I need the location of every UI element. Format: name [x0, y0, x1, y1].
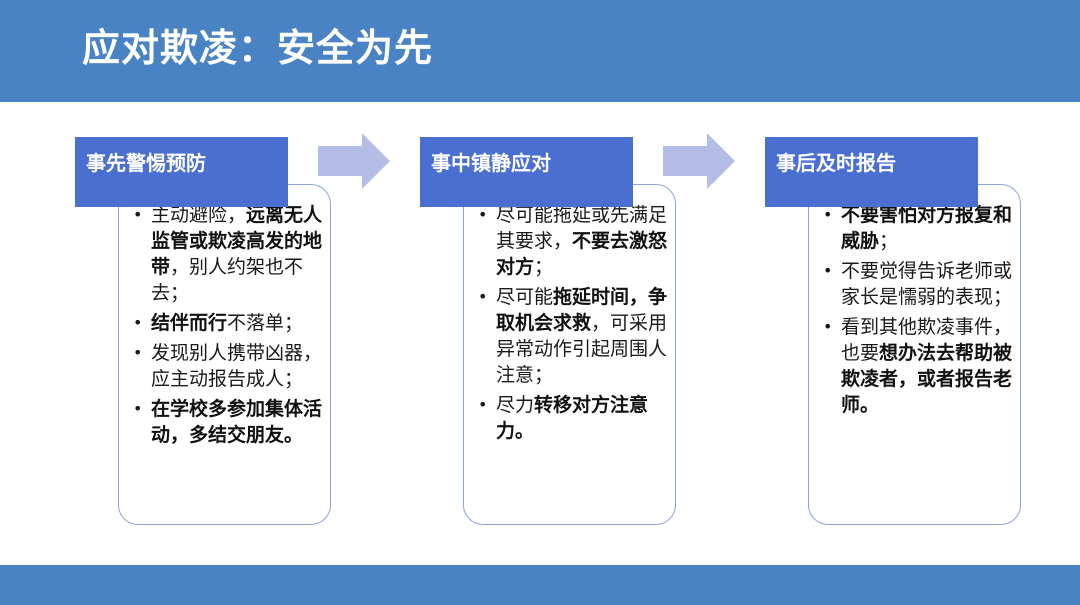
list-item: • 尽可能拖延或先满足其要求，不要去激怒对方； [474, 202, 669, 280]
emphasis-text: 结伴而行 [151, 312, 228, 334]
emphasis-text: 在学校多参加集体活动，多结交朋友。 [151, 398, 323, 446]
item-text: ； [534, 256, 554, 278]
stage-card-2: • 尽可能拖延或先满足其要求，不要去激怒对方； • 尽可能拖延时间，争取机会求救，可采… [463, 184, 676, 525]
stage-card-1: • 主动避险，远离无人监管或欺凌高发的地带，别人约架也不去； • 结伴而行不落单； • 发… [118, 184, 331, 525]
stage-card-3: • 不要害怕对方报复和威胁； • 不要觉得告诉老师或家长是懦弱的表现； • 看到其他欺凌事… [808, 184, 1021, 525]
item-text: 尽可能拖延或先满足其要求， [496, 204, 668, 252]
bullet-icon: • [133, 205, 143, 224]
list-item: • 不要觉得告诉老师或家长是懦弱的表现； [819, 258, 1014, 310]
right-arrow-icon [663, 133, 735, 189]
list-item: • 发现别人携带凶器，应主动报告成人； [129, 340, 324, 392]
bullet-icon: • [478, 205, 488, 224]
header-band [0, 0, 1080, 102]
emphasis-text: 远离无人监管或欺凌高发的地带 [151, 204, 323, 278]
emphasis-text: 不要去激怒对方 [496, 230, 668, 278]
bullet-icon: • [133, 399, 143, 418]
right-arrow-icon [318, 133, 390, 189]
bullet-icon: • [133, 313, 143, 332]
bullet-icon: • [133, 343, 143, 362]
list-item: • 尽力转移对方注意力。 [474, 392, 669, 444]
item-text: ，别人约架也不去； [151, 256, 304, 304]
item-text: 不要觉得告诉老师或家长是懦弱的表现； [841, 260, 1013, 308]
item-text: 不落单； [227, 312, 304, 334]
item-text: 尽力 [496, 394, 535, 416]
bullet-icon: • [478, 395, 488, 414]
item-text: 看到其他欺凌事件，也要 [841, 316, 1013, 364]
bullet-icon: • [478, 287, 488, 306]
footer-band [0, 565, 1080, 605]
bullet-icon: • [823, 205, 833, 224]
emphasis-text: 不要害怕对方报复和威胁 [841, 204, 1013, 252]
list-item: • 在学校多参加集体活动，多结交朋友。 [129, 396, 324, 448]
list-item: • 尽可能拖延时间，争取机会求救，可采用异常动作引起周围人注意； [474, 284, 669, 388]
list-item: • 看到其他欺凌事件，也要想办法去帮助被欺凌者，或者报告老师。 [819, 314, 1014, 418]
bullet-icon: • [823, 261, 833, 280]
list-item: • 主动避险，远离无人监管或欺凌高发的地带，别人约架也不去； [129, 202, 324, 306]
item-text: 尽可能 [496, 286, 554, 308]
item-text: ； [879, 230, 899, 252]
item-text: ，可采用异常动作引起周围人注意； [496, 312, 668, 386]
stage-header-1: 事先警惕预防 [75, 137, 288, 207]
list-item: • 不要害怕对方报复和威胁； [819, 202, 1014, 254]
emphasis-text: 拖延时间，争取机会求救 [496, 286, 668, 334]
stage-list-3: • 不要害怕对方报复和威胁； • 不要觉得告诉老师或家长是懦弱的表现； • 看到其他欺凌事… [819, 202, 1014, 418]
list-item: • 结伴而行不落单； [129, 310, 324, 336]
stage-list-2: • 尽可能拖延或先满足其要求，不要去激怒对方； • 尽可能拖延时间，争取机会求救，可采… [474, 202, 669, 444]
item-text: 发现别人携带凶器，应主动报告成人； [151, 342, 323, 390]
emphasis-text: 转移对方注意力。 [496, 394, 649, 442]
bullet-icon: • [823, 317, 833, 336]
item-text: 主动避险， [151, 204, 247, 226]
emphasis-text: 想办法去帮助被欺凌者，或者报告老师。 [841, 342, 1013, 416]
stage-header-3: 事后及时报告 [765, 137, 978, 207]
slide-title: 应对欺凌：安全为先 [82, 26, 434, 70]
stage-header-2: 事中镇静应对 [420, 137, 633, 207]
stage-list-1: • 主动避险，远离无人监管或欺凌高发的地带，别人约架也不去； • 结伴而行不落单； • 发… [129, 202, 324, 448]
